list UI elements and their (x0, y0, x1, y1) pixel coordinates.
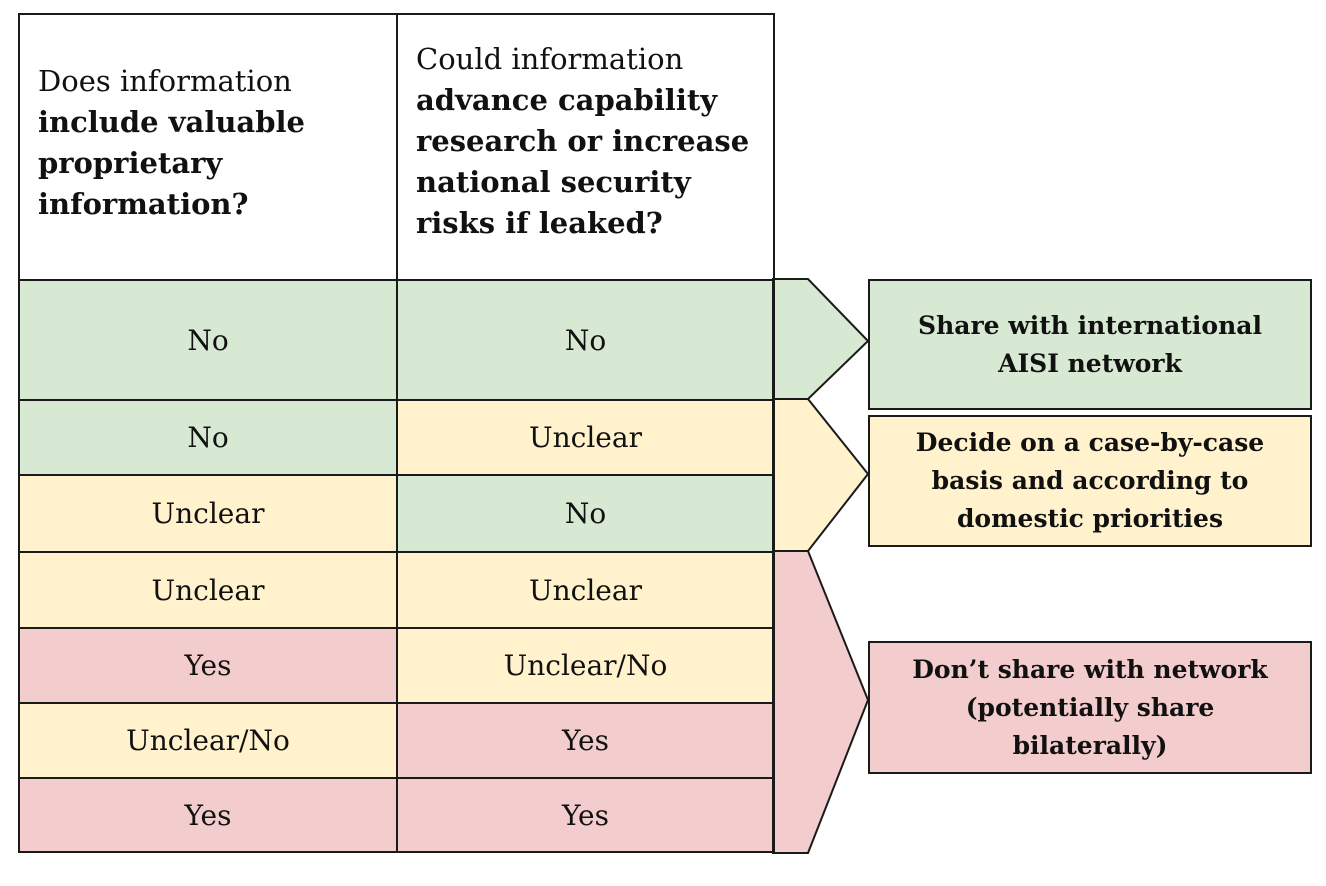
outcome-case-label: Decide on a case-by-case basis and accor… (915, 428, 1265, 533)
table-cell: Unclear/No (18, 702, 398, 779)
table-cell: No (18, 279, 398, 401)
outcome-case-by-case: Decide on a case-by-case basis and accor… (868, 415, 1312, 547)
table-cell: Unclear (396, 399, 775, 476)
table-cell: Yes (396, 702, 775, 779)
header-proprietary-question: Does information include valuable propri… (18, 13, 398, 281)
table-cell: Unclear/No (396, 627, 775, 704)
outcome-dont-share-label: Don’t share with network (potentially sh… (912, 654, 1268, 760)
table-cell: Unclear (18, 474, 398, 553)
header-security-question: Could information advance capability res… (396, 13, 775, 281)
table-cell: Yes (396, 777, 775, 853)
header-col2-plain: Could information (416, 41, 684, 76)
table-cell: No (396, 474, 775, 553)
outcome-dont-share: Don’t share with network (potentially sh… (868, 641, 1312, 774)
header-col2-bold: advance capability research or increase … (416, 82, 750, 240)
header-col1-bold: include valuable proprietary information… (38, 105, 305, 221)
header-col1-plain: Does information (38, 64, 292, 98)
table-cell: Yes (18, 777, 398, 853)
table-cell: No (18, 399, 398, 476)
arrow-to-dont-share (772, 550, 870, 854)
arrow-to-share (772, 278, 870, 400)
arrow-to-case-by-case (772, 398, 870, 552)
outcome-share: Share with international AISI network (868, 279, 1312, 410)
outcome-share-label: Share with international AISI network (918, 310, 1262, 378)
table-cell: Unclear (396, 551, 775, 629)
